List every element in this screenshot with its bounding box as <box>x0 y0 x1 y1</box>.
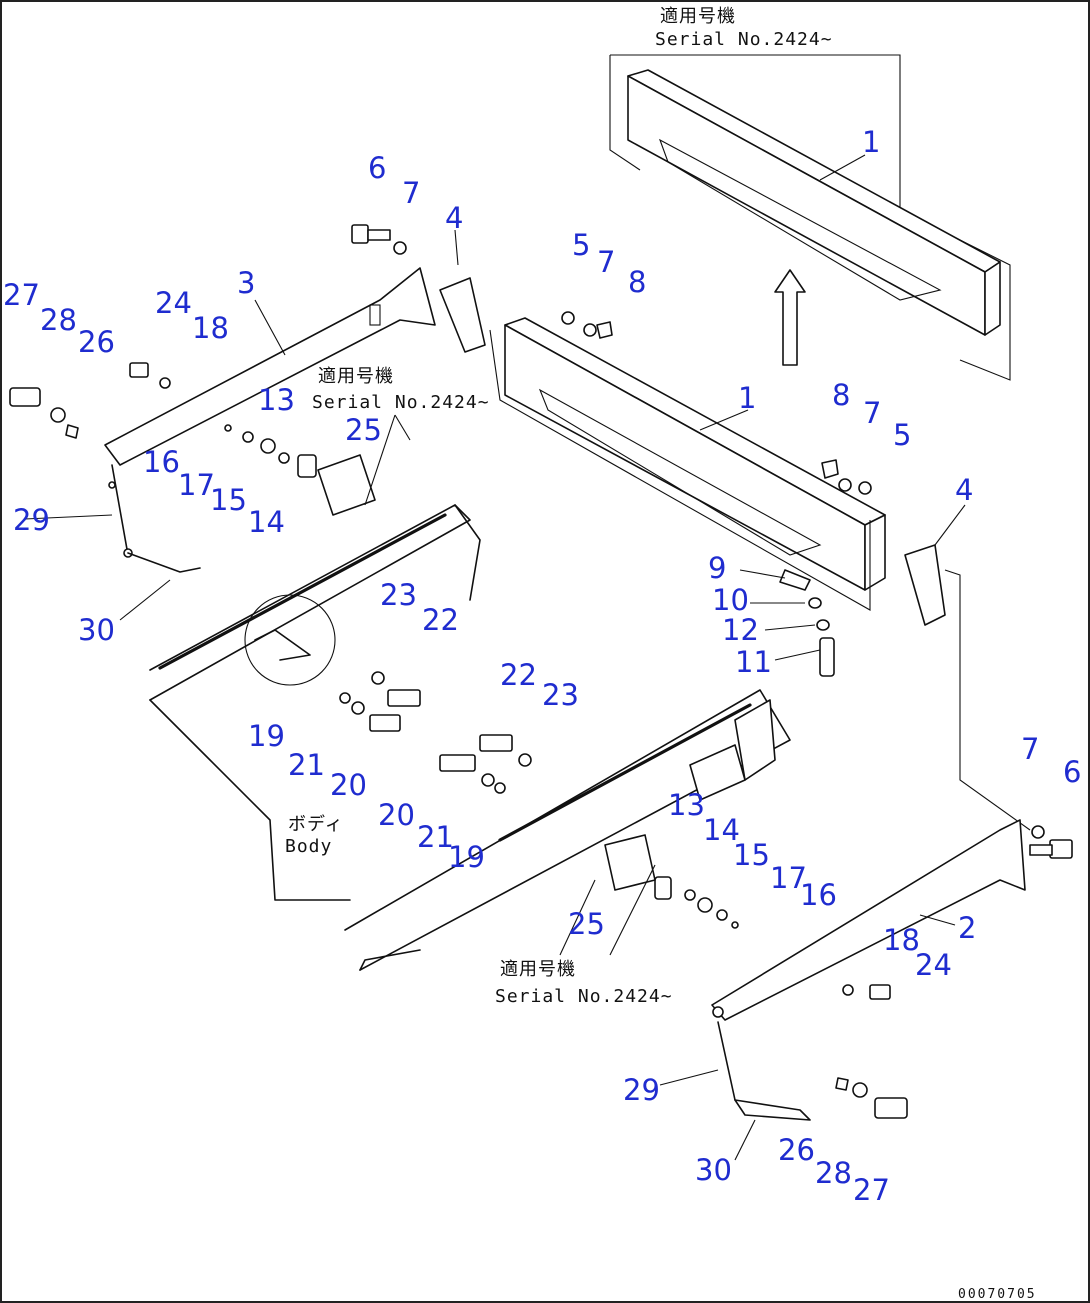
serial-note-jp: 適用号機 <box>660 6 736 27</box>
callout-25: 25 <box>568 907 605 941</box>
drawing-code: 00070705 <box>958 1287 1037 1302</box>
callout-12: 12 <box>722 613 759 647</box>
callout-21: 21 <box>288 748 325 782</box>
callout-26: 26 <box>78 325 115 359</box>
linkage-left <box>108 464 201 573</box>
callout-14: 14 <box>248 505 285 539</box>
callout-14: 14 <box>703 813 740 847</box>
callout-11: 11 <box>735 645 772 679</box>
callout-8: 8 <box>628 265 646 299</box>
lever-arm-left <box>104 267 436 466</box>
callout-21: 21 <box>417 820 454 854</box>
serial-note-en: Serial No.2424~ <box>495 986 673 1007</box>
callout-27: 27 <box>3 278 40 312</box>
linkage-right <box>712 1006 811 1121</box>
serial-note-en: Serial No.2424~ <box>312 392 490 413</box>
bracket-4-right <box>904 544 946 626</box>
callout-13: 13 <box>258 383 295 417</box>
callout-23: 23 <box>380 578 417 612</box>
bracket-4-left <box>439 277 486 353</box>
serial-note-jp: 適用号機 <box>318 366 394 387</box>
callout-4: 4 <box>445 201 463 235</box>
callout-7: 7 <box>1021 732 1039 766</box>
callout-1: 1 <box>738 381 756 415</box>
serial-note-top: 適用号機 Serial No.2424~ <box>655 6 833 50</box>
up-arrow-icon <box>774 269 806 366</box>
callout-10: 10 <box>712 583 749 617</box>
callout-13: 13 <box>668 788 705 822</box>
serial-note-jp: 適用号機 <box>500 959 576 980</box>
callout-5: 5 <box>572 228 590 262</box>
inset-box <box>609 54 1011 381</box>
callout-20: 20 <box>330 768 367 802</box>
callout-16: 16 <box>143 445 180 479</box>
callout-labels: 1 1 2 3 4 4 5 5 6 6 7 7 7 7 8 8 9 10 11 … <box>3 125 1081 1207</box>
cover-plate <box>489 317 886 611</box>
callout-15: 15 <box>733 838 770 872</box>
callout-16: 16 <box>800 878 837 912</box>
hardware <box>9 224 1073 1119</box>
callout-4: 4 <box>955 473 973 507</box>
body-label: ボディ Body <box>285 814 344 857</box>
callout-25: 25 <box>345 413 382 447</box>
serial-note-en: Serial No.2424~ <box>655 29 833 50</box>
callout-8: 8 <box>832 378 850 412</box>
callout-29: 29 <box>13 503 50 537</box>
serial-note-bottom: 適用号機 Serial No.2424~ <box>495 864 673 1007</box>
body-label-en: Body <box>285 836 332 857</box>
callout-26: 26 <box>778 1133 815 1167</box>
callout-27: 27 <box>853 1173 890 1207</box>
body-label-jp: ボディ <box>288 814 344 835</box>
lever-arm-right <box>711 819 1026 1021</box>
callout-18: 18 <box>192 311 229 345</box>
callout-1: 1 <box>862 125 880 159</box>
callout-28: 28 <box>40 303 77 337</box>
callout-30: 30 <box>695 1153 732 1187</box>
callout-17: 17 <box>770 861 807 895</box>
callout-18: 18 <box>883 923 920 957</box>
callout-29: 29 <box>623 1073 660 1107</box>
callout-17: 17 <box>178 468 215 502</box>
body-frame <box>149 504 791 971</box>
callout-30: 30 <box>78 613 115 647</box>
callout-19: 19 <box>248 719 285 753</box>
callout-2: 2 <box>958 911 976 945</box>
callout-7: 7 <box>863 396 881 430</box>
callout-24: 24 <box>155 286 192 320</box>
callout-7: 7 <box>402 176 420 210</box>
callout-24: 24 <box>915 948 952 982</box>
callout-9: 9 <box>708 551 726 585</box>
serial-note-middle: 適用号機 Serial No.2424~ <box>312 366 490 506</box>
callout-22: 22 <box>500 658 537 692</box>
callout-20: 20 <box>378 798 415 832</box>
callout-6: 6 <box>1063 755 1081 789</box>
callout-7: 7 <box>597 245 615 279</box>
callout-6: 6 <box>368 151 386 185</box>
leader-lines <box>24 154 966 1161</box>
callout-19: 19 <box>448 840 485 874</box>
callout-3: 3 <box>237 266 255 300</box>
callout-28: 28 <box>815 1156 852 1190</box>
callout-23: 23 <box>542 678 579 712</box>
callout-5: 5 <box>893 418 911 452</box>
callout-15: 15 <box>210 483 247 517</box>
callout-22: 22 <box>422 603 459 637</box>
